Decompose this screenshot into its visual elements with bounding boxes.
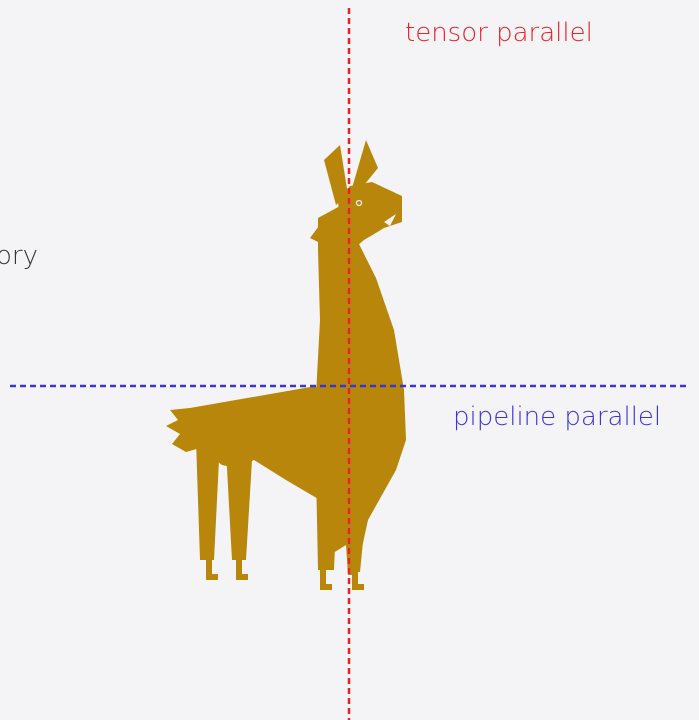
llama-torso <box>176 386 328 500</box>
pipeline-parallel-label: pipeline parallel <box>453 402 662 432</box>
llama-leg-front-1 <box>316 470 338 570</box>
llama-neck <box>316 206 406 575</box>
cropped-left-text: ory <box>0 241 38 271</box>
llama-ear-front <box>352 140 378 190</box>
llama-hoof <box>206 558 212 580</box>
llama-leg-back-1 <box>196 440 220 560</box>
llama-eye <box>355 199 363 207</box>
llama-ear-back <box>324 145 348 205</box>
llama-leg-back-2 <box>226 450 252 560</box>
llama-leg-front-2 <box>346 470 370 572</box>
llama-tail <box>166 408 200 452</box>
tensor-parallel-label: tensor parallel <box>405 18 593 48</box>
llama-illustration <box>166 140 406 590</box>
